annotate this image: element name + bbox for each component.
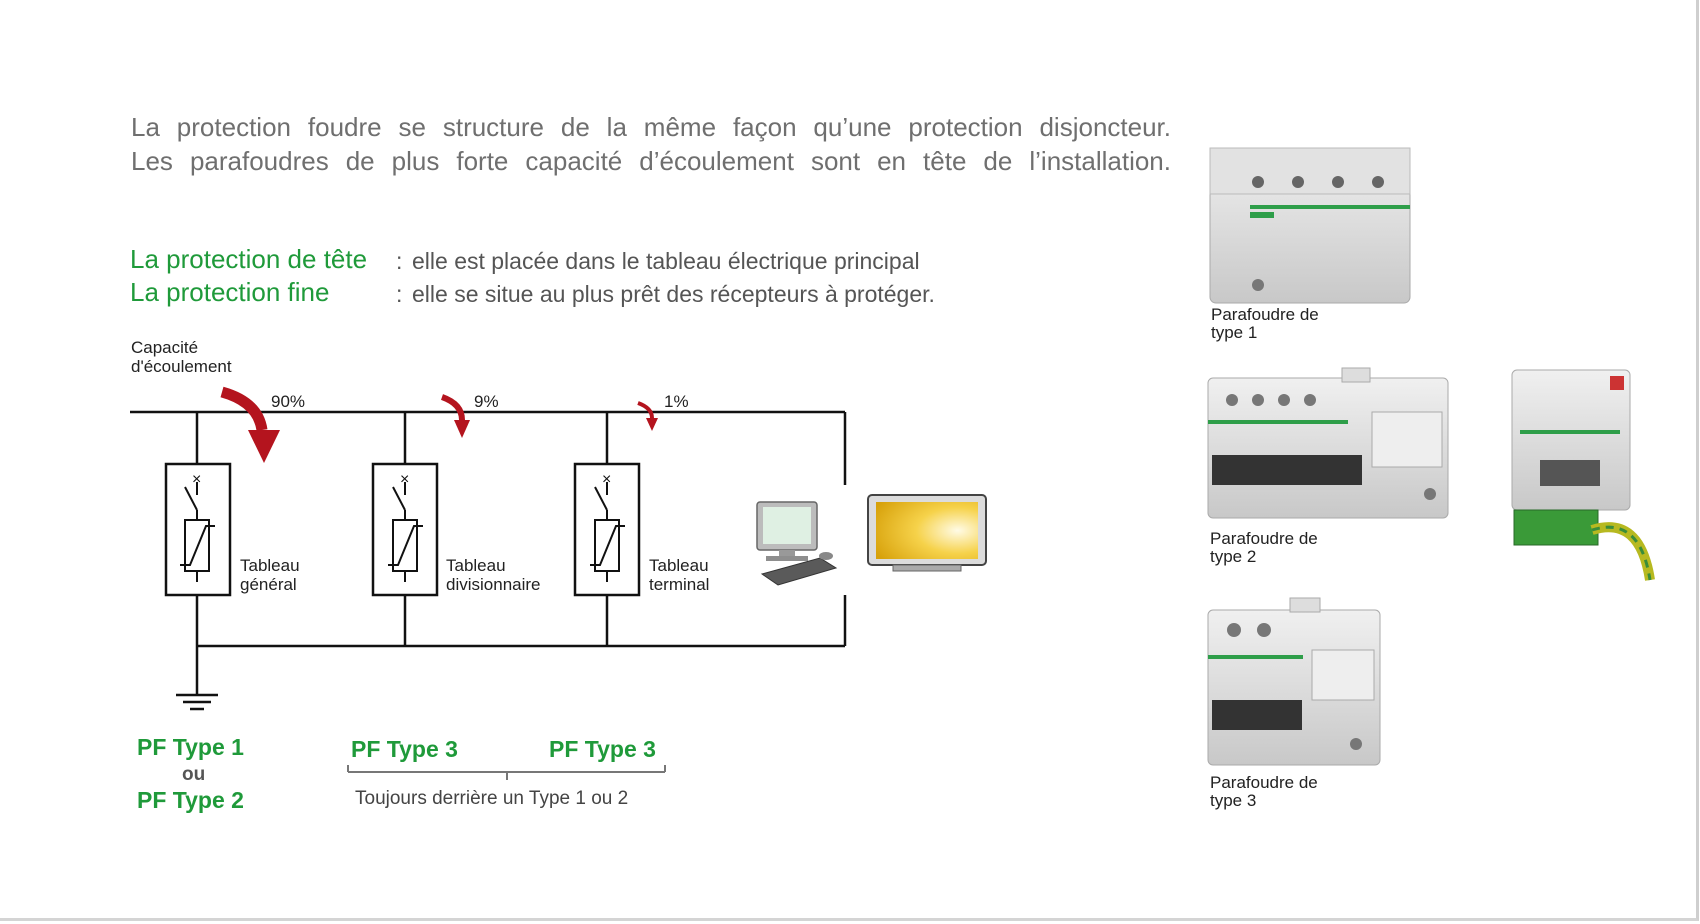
- svg-text:×: ×: [602, 471, 611, 488]
- desktop-computer-icon: [756, 501, 838, 586]
- flow-arrow-1-icon: [637, 401, 658, 431]
- product-caption-type3: Parafoudre de type 3: [1210, 773, 1318, 810]
- parafoudre-type3-image: [1207, 597, 1381, 766]
- definition-text-head: elle est placée dans le tableau électriq…: [412, 248, 920, 274]
- parafoudre-type1-image: [1209, 147, 1411, 304]
- panel-divisionnaire-label: Tableau divisionnaire: [446, 556, 541, 594]
- intro-text: La protection foudre se structure de la …: [131, 110, 1171, 178]
- pf-type2-label: PF Type 2: [137, 787, 244, 813]
- definition-term-head: La protection de tête: [130, 244, 368, 274]
- product-caption-type1: Parafoudre de type 1: [1211, 305, 1319, 342]
- parafoudre-type2-image: [1207, 367, 1449, 519]
- capacity-label: Capacité d'écoulement: [131, 338, 232, 376]
- ground-icon: [176, 693, 218, 711]
- bracket: [347, 765, 666, 780]
- percent-9: 9%: [474, 392, 499, 411]
- intro-line-1: La protection foudre se structure de la …: [131, 112, 1171, 142]
- panel-divisionnaire-symbol: ×: [371, 412, 439, 646]
- percent-1: 1%: [664, 392, 689, 411]
- flow-arrow-9-icon: [440, 394, 470, 438]
- type3-note: Toujours derrière un Type 1 ou 2: [355, 788, 629, 809]
- svg-text:×: ×: [400, 471, 409, 488]
- panel-general-label: Tableau général: [240, 556, 300, 594]
- percent-90: 90%: [271, 392, 306, 411]
- pf-type3-label-b: PF Type 3: [549, 736, 656, 762]
- definition-term-fine: La protection fine: [130, 277, 330, 307]
- flow-arrow-90-icon: [220, 386, 280, 463]
- pf-type3-label-a: PF Type 3: [351, 736, 458, 762]
- pf-type1-label: PF Type 1: [137, 734, 244, 760]
- definition-colon-fine: :: [396, 281, 403, 307]
- parafoudre-rcd-image: [1511, 369, 1655, 581]
- monitor-icon: [867, 494, 987, 572]
- intro-line-2: Les parafoudres de plus forte capacité d…: [131, 146, 1171, 176]
- svg-text:×: ×: [192, 471, 201, 488]
- panel-terminal-symbol: ×: [573, 412, 641, 646]
- definition-text-fine: elle se situe au plus prêt des récepteur…: [412, 281, 935, 307]
- pf-or-label: ou: [182, 764, 206, 785]
- product-caption-type2: Parafoudre de type 2: [1210, 529, 1318, 566]
- definition-colon-head: :: [396, 248, 403, 274]
- panel-terminal-label: Tableau terminal: [649, 556, 710, 594]
- panel-general-symbol: ×: [164, 412, 232, 695]
